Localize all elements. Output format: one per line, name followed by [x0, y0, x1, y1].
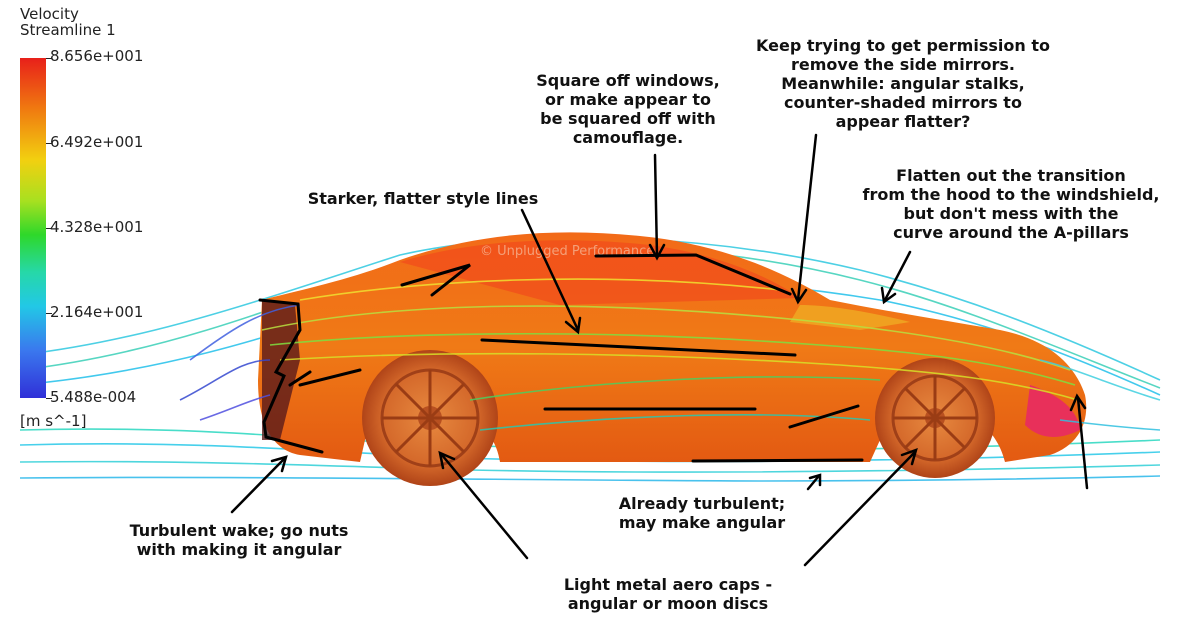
note-wheel-caps: Light metal aero caps - angular or moon … [538, 575, 798, 613]
colorbar-tick-label: 5.488e-004 [50, 388, 137, 406]
legend-name: Streamline 1 [20, 21, 116, 39]
note-windows: Square off windows, or make appear to be… [508, 71, 748, 147]
note-line: camouflage. [572, 128, 684, 147]
colorbar-tickmark [46, 228, 52, 229]
note-underbody: Already turbulent; may make angular [596, 494, 808, 532]
note-line: may make angular [618, 513, 786, 532]
annotation-arrows [230, 133, 1089, 567]
note-line: be squared off with [540, 109, 716, 128]
colorbar-tick-label: 6.492e+001 [50, 133, 144, 151]
note-turbulent-wake: Turbulent wake; go nuts with making it a… [106, 521, 372, 559]
note-line: Keep trying to get permission to [756, 36, 1050, 55]
note-line: Already turbulent; [618, 494, 786, 513]
note-line: remove the side mirrors. [790, 55, 1016, 74]
note-line: Meanwhile: angular stalks, [781, 74, 1025, 93]
colorbar-tick-label: 4.328e+001 [50, 218, 144, 236]
annotation-strokes [258, 253, 864, 463]
note-line: Light metal aero caps - [563, 575, 773, 594]
note-line: with making it angular [136, 540, 342, 559]
note-line: angular or moon discs [567, 594, 769, 613]
colorbar-tickmark [46, 313, 52, 314]
note-line: from the hood to the windshield, [862, 185, 1160, 204]
note-line: curve around the A-pillars [893, 223, 1129, 242]
colorbar-tick-label: 8.656e+001 [50, 47, 144, 65]
note-line: but don't mess with the [903, 204, 1119, 223]
legend-quantity: Velocity [20, 5, 79, 23]
colorbar-unit: [m s^-1] [20, 412, 87, 430]
streamlines-front [179, 278, 1161, 431]
colorbar-tickmark [46, 58, 52, 59]
note-line: Flatten out the transition [896, 166, 1126, 185]
note-line: appear flatter? [835, 112, 971, 131]
colorbar-tick-label: 2.164e+001 [50, 303, 144, 321]
note-line: counter-shaded mirrors to [784, 93, 1022, 112]
rear-wheel [362, 350, 498, 486]
velocity-colorbar [20, 58, 46, 398]
note-style-lines: Starker, flatter style lines [284, 189, 562, 208]
colorbar-tickmark [46, 143, 52, 144]
front-wheel [875, 358, 995, 478]
note-line: or make appear to [544, 90, 711, 109]
colorbar-tickmark [46, 398, 52, 399]
note-line: Turbulent wake; go nuts [129, 521, 349, 540]
note-line: Starker, flatter style lines [307, 189, 539, 208]
note-line: Square off windows, [536, 71, 720, 90]
note-side-mirrors: Keep trying to get permission to remove … [718, 36, 1088, 131]
note-hood-windshield: Flatten out the transition from the hood… [842, 166, 1180, 242]
